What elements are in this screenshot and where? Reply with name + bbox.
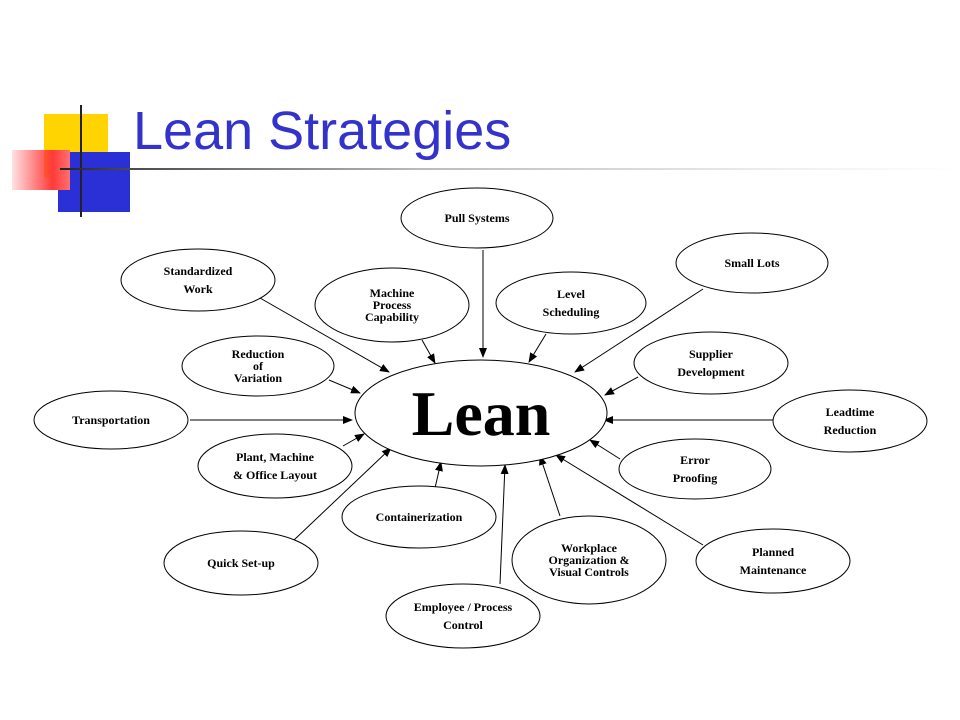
decor-blue-square (58, 152, 130, 212)
node-label-line: Capability (365, 310, 419, 324)
node-label-line: Control (443, 618, 483, 632)
arrow-error-proofing (589, 439, 621, 460)
decor-red-square (12, 150, 70, 190)
node-ellipse-reduction-of-variation (181, 335, 335, 397)
node-ellipse-transportation (33, 390, 189, 450)
slide-title: Lean Strategies (133, 101, 512, 161)
node-label-line: Workplace (561, 541, 618, 555)
arrow-reduction-of-variation (328, 379, 361, 394)
node-ellipse-machine-process-capability (314, 267, 470, 343)
node-label-line: Small Lots (724, 256, 779, 270)
node-ellipse-standardized-work (120, 248, 276, 312)
node-plant-machine-office-layout: Plant, Machine & Office Layout (197, 433, 353, 499)
arrow-supplier-development (604, 376, 639, 396)
node-ellipse-planned-maintenance (695, 528, 851, 594)
node-label-line: Scheduling (543, 305, 600, 319)
node-label-line: Maintenance (740, 563, 807, 577)
node-label-line: of (253, 359, 264, 373)
arrow-small-lots (574, 288, 704, 373)
node-label-line: Development (677, 365, 744, 379)
node-transportation: Transportation (33, 390, 189, 450)
node-label-line: Variation (234, 371, 283, 385)
node-small-lots: Small Lots (675, 232, 829, 294)
node-containerization: Containerization (341, 485, 497, 549)
node-label-line: Reduction (232, 347, 285, 361)
node-label-line: Plant, Machine (236, 450, 315, 464)
node-ellipse-supplier-development (633, 331, 789, 395)
node-label-line: Organization & (549, 553, 630, 567)
node-label-line: Transportation (72, 413, 150, 427)
node-ellipse-level-scheduling (495, 271, 647, 335)
node-label-line: Leadtime (826, 405, 875, 419)
node-label-line: Quick Set-up (207, 556, 275, 570)
node-quick-set-up: Quick Set-up (163, 530, 319, 596)
node-label-line: Supplier (689, 347, 734, 361)
node-label-line: Process (373, 298, 412, 312)
center-ellipse (354, 359, 608, 467)
node-label-line: Machine (370, 286, 415, 300)
arrow-workplace-organization (539, 455, 561, 517)
decor-vertical-rule (80, 105, 82, 217)
node-ellipse-leadtime-reduction (772, 389, 928, 453)
node-label-line: Work (183, 282, 213, 296)
node-ellipse-containerization (341, 485, 497, 549)
arrow-plant-machine-office-layout (342, 433, 365, 447)
center-node-lean: Lean (354, 359, 608, 467)
arrow-planned-maintenance (555, 454, 704, 546)
node-label-line: Planned (752, 545, 794, 559)
node-label-line: Standardized (164, 264, 233, 278)
node-ellipse-employee-process-control (385, 583, 541, 649)
title-underline-rule (60, 168, 960, 170)
node-ellipse-quick-set-up (163, 530, 319, 596)
node-label-line: Visual Controls (549, 565, 629, 579)
node-pull-systems: Pull Systems (400, 187, 554, 249)
arrow-level-scheduling (528, 333, 547, 363)
node-label-line: & Office Layout (233, 468, 317, 482)
node-label-line: Error (680, 453, 710, 467)
node-ellipse-plant-machine-office-layout (197, 433, 353, 499)
node-label-line: Level (557, 287, 586, 301)
node-label-line: Proofing (673, 471, 717, 485)
arrow-containerization (434, 461, 443, 489)
node-label-line: Employee / Process (414, 600, 513, 614)
center-label: Lean (412, 378, 551, 449)
arrow-standardized-work (259, 297, 390, 373)
node-ellipse-small-lots (675, 232, 829, 294)
arrows-layer (190, 250, 773, 585)
node-label-line: Reduction (824, 423, 877, 437)
node-ellipse-pull-systems (400, 187, 554, 249)
arrow-quick-set-up (293, 447, 392, 541)
arrow-machine-process-capability (421, 339, 436, 364)
node-ellipse-error-proofing (618, 438, 772, 500)
node-ellipse-workplace-organization (511, 515, 667, 605)
node-label-line: Containerization (376, 510, 463, 524)
arrow-employee-process-control (499, 464, 509, 585)
node-label-line: Pull Systems (444, 211, 509, 225)
